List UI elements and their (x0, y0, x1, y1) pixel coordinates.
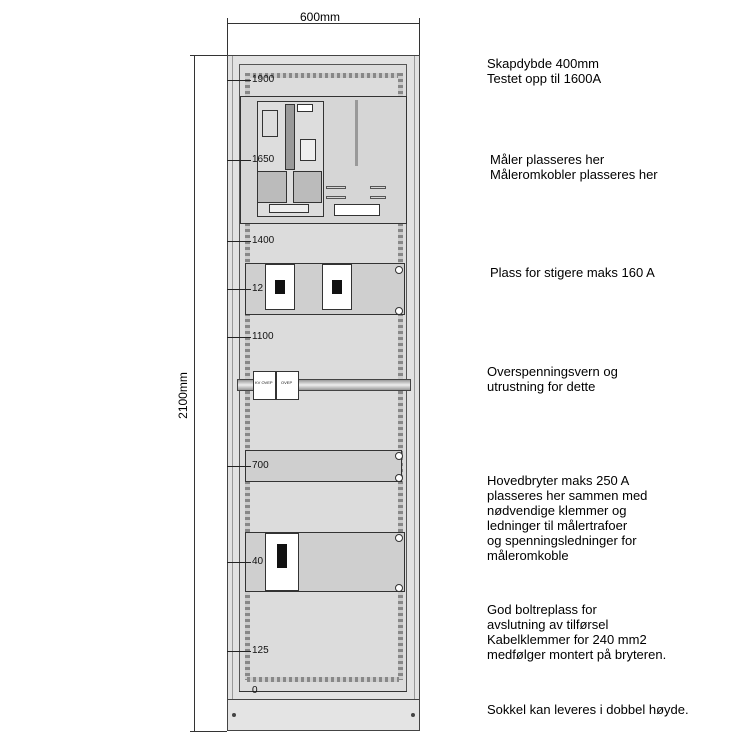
screw-hole (395, 307, 403, 315)
plinth-screw (232, 713, 236, 717)
note-plinth: Sokkel kan leveres i dobbel høyde. (487, 702, 689, 717)
screw-hole (395, 584, 403, 592)
riser-breaker-2 (322, 264, 352, 310)
terminal-strip (269, 204, 309, 213)
dimension-tick (227, 18, 228, 55)
ovp-module-1: KV OVEP (253, 371, 276, 400)
label-field (334, 204, 380, 216)
screw-hole (395, 266, 403, 274)
height-leader (227, 651, 251, 652)
dimension-tick (419, 18, 420, 55)
height-mark: 700 (252, 460, 269, 471)
meter-busbar (285, 104, 295, 170)
height-leader (227, 466, 251, 467)
height-mark: 1100 (252, 331, 274, 342)
plinth (227, 699, 420, 731)
switch-slot (370, 186, 386, 189)
height-dimension-line (194, 56, 195, 731)
test-terminal (300, 139, 316, 161)
width-dimension-line (227, 23, 420, 24)
width-label: 600mm (300, 10, 341, 24)
meter-label-slot (297, 104, 313, 112)
top-rail (247, 73, 399, 78)
switch-slot (370, 196, 386, 199)
height-mark: 40 (252, 556, 264, 567)
floor-line (239, 691, 407, 692)
plinth-screw (411, 713, 415, 717)
left-rail (245, 73, 250, 680)
height-mark: 0 (252, 685, 258, 696)
height-leader (227, 160, 251, 161)
meter-block-right (293, 171, 322, 203)
height-label: 2100mm (175, 372, 190, 419)
height-mark: 1400 (252, 235, 275, 246)
screw-hole (395, 474, 403, 482)
height-leader (227, 337, 251, 338)
height-mark: 125 (252, 645, 269, 656)
height-leader (227, 562, 251, 563)
height-mark: 1900 (252, 74, 275, 85)
dimension-tick (190, 55, 227, 56)
note-riser: Plass for stigere maks 160 A (490, 265, 655, 280)
frame-edge (232, 56, 233, 699)
main-breaker (265, 533, 299, 591)
frame-edge (414, 56, 415, 699)
switch-slot (326, 196, 346, 199)
dimension-tick (190, 731, 227, 732)
ovp-label: OVEP (281, 380, 293, 385)
height-leader (227, 80, 251, 81)
switch-slot (326, 186, 346, 189)
screw-hole (395, 452, 403, 460)
bottom-rail (247, 677, 399, 682)
right-rail (398, 73, 403, 680)
screw-hole (395, 534, 403, 542)
height-leader (227, 241, 251, 242)
ovp-module-2: OVEP (276, 371, 299, 400)
meter-block-left (257, 171, 287, 203)
meter-window (262, 110, 278, 137)
ovp-label: KV OVEP (255, 380, 273, 385)
height-mark: 1650 (252, 154, 275, 165)
height-leader (227, 289, 251, 290)
height-mark: 12 (252, 283, 264, 294)
riser-breaker-1 (265, 264, 295, 310)
vertical-slot (355, 100, 358, 166)
